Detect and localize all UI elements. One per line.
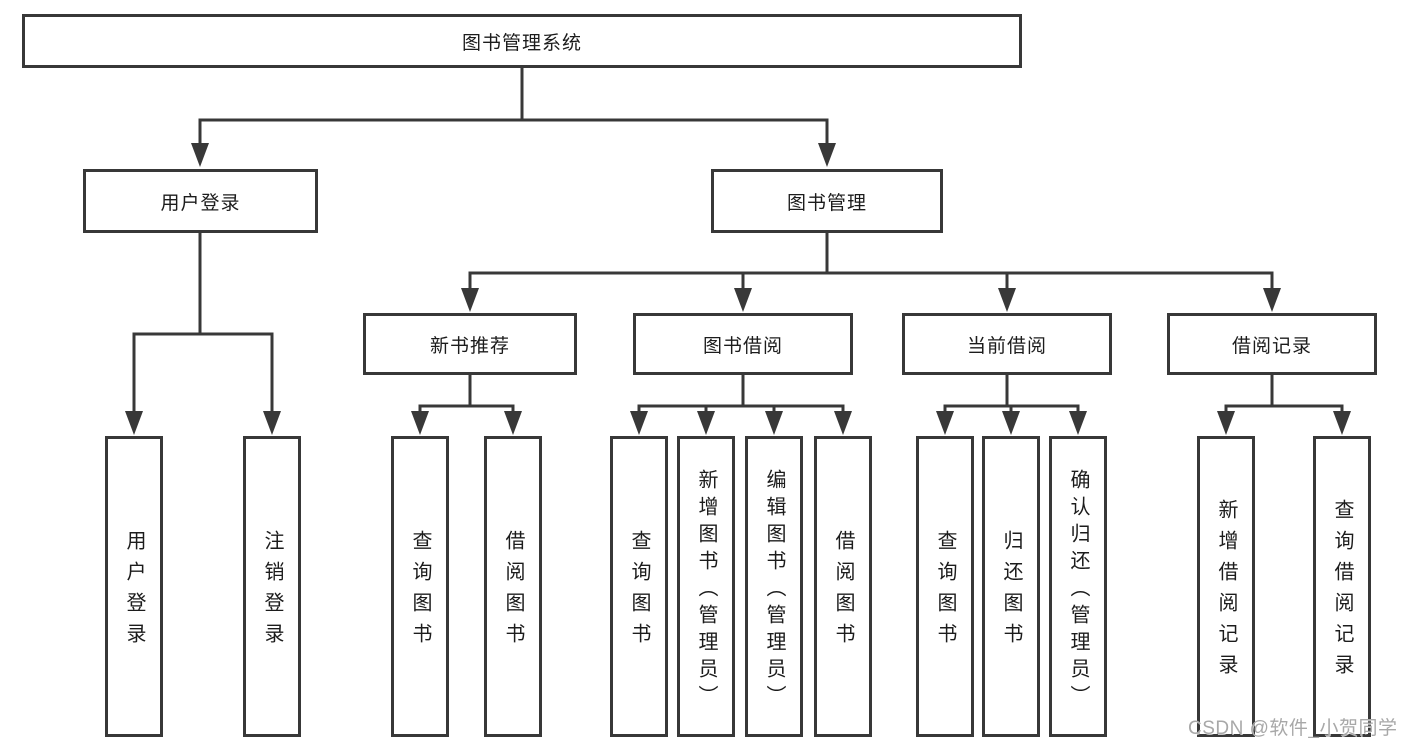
leaf-edit-book-admin: 编辑图书（管理员） xyxy=(745,436,803,737)
node-book-borrowing: 图书借阅 xyxy=(633,313,853,375)
leaf-return-book-label: 归还图书 xyxy=(1000,530,1022,654)
leaf-add-book-admin-label: 新增图书（管理员） xyxy=(695,468,717,712)
leaf-logout-login: 注销登录 xyxy=(243,436,301,737)
node-current-borrowing: 当前借阅 xyxy=(902,313,1112,375)
node-root: 图书管理系统 xyxy=(22,14,1022,68)
leaf-borrow-books-borrowing: 借阅图书 xyxy=(814,436,872,737)
leaf-query-borrow-record-label: 查询借阅记录 xyxy=(1331,499,1353,685)
leaf-add-borrow-record: 新增借阅记录 xyxy=(1197,436,1255,737)
leaf-query-books-current: 查询图书 xyxy=(916,436,974,737)
node-book-management: 图书管理 xyxy=(711,169,943,233)
leaf-query-books-recommend: 查询图书 xyxy=(391,436,449,737)
leaf-confirm-return-admin-label: 确认归还（管理员） xyxy=(1067,468,1089,712)
leaf-borrow-books-recommend-label: 借阅图书 xyxy=(502,530,524,654)
leaf-borrow-books-recommend: 借阅图书 xyxy=(484,436,542,737)
leaf-query-books-recommend-label: 查询图书 xyxy=(409,530,431,654)
node-borrow-records: 借阅记录 xyxy=(1167,313,1377,375)
leaf-logout-login-label: 注销登录 xyxy=(261,530,283,654)
leaf-query-books-borrowing: 查询图书 xyxy=(610,436,668,737)
node-user-login: 用户登录 xyxy=(83,169,318,233)
leaf-query-books-borrowing-label: 查询图书 xyxy=(628,530,650,654)
leaf-user-login-label: 用户登录 xyxy=(123,530,145,654)
leaf-query-books-current-label: 查询图书 xyxy=(934,530,956,654)
leaf-borrow-books-borrowing-label: 借阅图书 xyxy=(832,530,854,654)
leaf-return-book: 归还图书 xyxy=(982,436,1040,737)
leaf-add-borrow-record-label: 新增借阅记录 xyxy=(1215,499,1237,685)
leaf-confirm-return-admin: 确认归还（管理员） xyxy=(1049,436,1107,737)
leaf-add-book-admin: 新增图书（管理员） xyxy=(677,436,735,737)
watermark: CSDN @软件_小贺同学 xyxy=(1188,718,1398,739)
leaf-query-borrow-record: 查询借阅记录 xyxy=(1313,436,1371,737)
node-new-book-recommend: 新书推荐 xyxy=(363,313,577,375)
leaf-user-login: 用户登录 xyxy=(105,436,163,737)
leaf-edit-book-admin-label: 编辑图书（管理员） xyxy=(763,468,785,712)
